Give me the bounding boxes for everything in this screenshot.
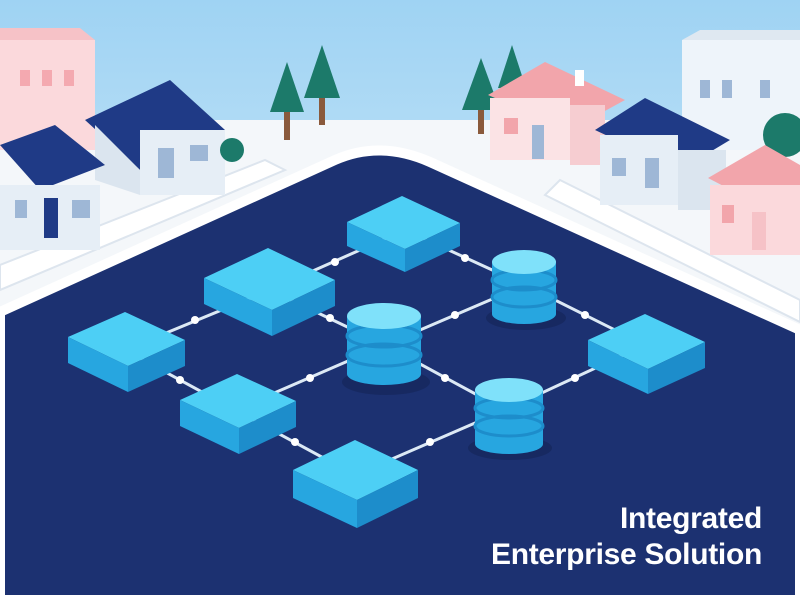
pine-tree [462,58,500,134]
module [68,312,185,392]
headline: Integrated Enterprise Solution [491,501,762,572]
pine-tree [304,45,340,125]
module [204,248,335,336]
pine-tree [270,62,304,140]
road-right [543,178,800,324]
house [708,145,800,255]
house [85,80,244,195]
database [468,378,552,460]
module [347,196,460,272]
headline-line-2: Enterprise Solution [491,537,762,571]
database [342,303,430,395]
house [488,62,625,165]
module [293,440,418,528]
headline-line-1: Integrated [619,502,762,536]
house [0,125,105,250]
database [486,250,566,330]
connector-nodes [176,254,589,446]
module [588,314,705,394]
module [180,374,296,454]
house [595,98,730,210]
